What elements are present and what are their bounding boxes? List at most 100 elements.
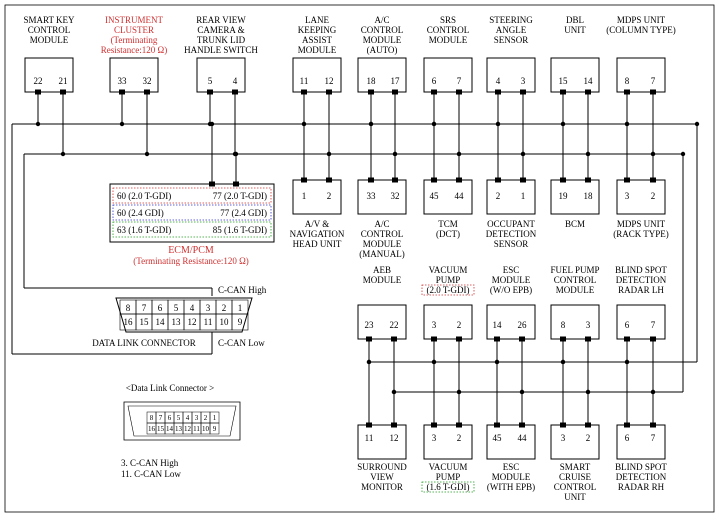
module-label-smart-key: SMART KEY [23,15,75,25]
pin-tab [519,336,525,342]
pin-tab [650,422,656,428]
module-label-ac-auto: (AUTO) [367,45,398,55]
pin-tab [495,177,501,183]
dlc-pin-number: 2 [222,303,227,313]
pin-tab [366,336,372,342]
pin-tab [624,422,630,428]
pin-tab [431,177,437,183]
module-label-aeb: MODULE [363,275,402,285]
dlc-pin-number: 7 [142,303,147,313]
legend-pin-number: 14 [166,425,174,433]
pin-number: 12 [325,76,334,86]
pin-tab [368,89,374,95]
pin-number: 2 [651,191,656,201]
ecm-variant-left: 60 (2.4 GDI) [117,208,164,218]
ecm-variant-frame [112,187,272,204]
pin-tab [326,177,332,183]
legend-pin-number: 3 [195,414,199,422]
pin-number: 21 [59,76,68,86]
module-label-smart-cruise: CRUISE [559,472,592,482]
junction-dot [209,121,215,127]
dlc-pin-number: 13 [172,317,182,327]
legend-pin-number: 9 [213,425,217,433]
module-label-surround-view: MONITOR [361,482,403,492]
pin-tab [209,181,215,187]
module-label-instrument-cluster: CLUSTER [114,25,154,35]
module-box-surround-view [357,424,407,460]
legend-pin-number: 1 [213,414,217,422]
pin-tab [520,89,526,95]
module-label-ac-manual: (MANUAL) [359,249,405,259]
pin-tab [560,89,566,95]
legend-pin-number: 16 [148,425,156,433]
pin-tab [520,177,526,183]
legend-pin-number: 2 [204,414,208,422]
pin-tab [494,422,500,428]
pin-number: 4 [233,76,238,86]
module-label-tcm: (DCT) [436,229,460,239]
module-box-smart-cruise [550,424,600,460]
junction-dot [494,359,500,365]
pin-number: 12 [390,433,399,443]
junction-dot [392,151,398,157]
pin-number: 3 [521,76,526,86]
module-label-steering-angle: SENSOR [494,35,529,45]
junction-dot [585,389,591,395]
dlc-can-low-label: C-CAN Low [218,338,265,348]
pin-tab [456,89,462,95]
outer-frame [4,4,715,513]
pin-tab [301,89,307,95]
module-label-mdps-column: (COLUMN TYPE) [606,25,676,35]
junction-dot [650,389,656,395]
pin-tab [560,177,566,183]
pin-tab [650,177,656,183]
pin-tab [456,336,462,342]
module-label-smart-cruise: SMART [560,462,591,472]
ecm-title: ECM/PCM [168,245,214,256]
module-label-bsd-lh: DETECTION [616,275,667,285]
module-box-rear-view-camera [196,57,246,93]
legend-pin-number: 4 [186,414,190,422]
module-label-esc-wo-epb: (W/O EPB) [490,285,532,295]
module-box-bcm [550,179,600,215]
module-label-aeb: AEB [373,265,391,275]
module-label-esc-wo-epb: ESC [503,265,520,275]
junction-dot [519,389,525,395]
module-label-ac-auto: CONTROL [361,25,404,35]
module-label-ac-auto: A/C [374,15,389,25]
pin-number: 11 [300,76,309,86]
dlc-pin-number: 8 [126,303,131,313]
pin-number: 18 [367,76,377,86]
junction-dot [560,121,566,127]
variant-note-frame [421,284,475,296]
legend-pin-number: 13 [175,425,183,433]
ecm-variant-frame [112,221,272,238]
module-label-bsd-lh: BLIND SPOT [615,265,667,275]
junction-dot [233,151,239,157]
ecm-variant-right: 77 (2.4 GDI) [220,208,267,218]
pin-number: 33 [118,76,128,86]
pin-number: 3 [586,320,591,330]
pin-number: 6 [625,320,630,330]
dlc-pin-number: 16 [124,317,134,327]
module-box-smart-key [24,57,74,93]
can-bus-wires [11,94,698,423]
ecm-variant-right: 77 (2.0 T-GDI) [213,191,267,201]
pin-tab [585,89,591,95]
junction-dot [456,389,462,395]
pin-tab [144,89,150,95]
legend-pin-number: 12 [184,425,192,433]
pin-number: 26 [518,320,528,330]
module-label-occupant: SENSOR [494,239,529,249]
junction-dot [326,151,332,157]
pin-number: 19 [559,191,569,201]
pin-number: 1 [302,191,307,201]
legend-pin-number: 5 [177,414,181,422]
ecm-variant-right: 85 (1.6 T-GDI) [213,225,267,235]
module-label-av-nav: HEAD UNIT [293,239,342,249]
pin-tab [624,177,630,183]
module-box-instrument-cluster [109,57,159,93]
module-label-occupant: OCCUPANT [487,219,535,229]
dlc-pin-number: 1 [238,303,243,313]
pin-number: 32 [391,191,400,201]
